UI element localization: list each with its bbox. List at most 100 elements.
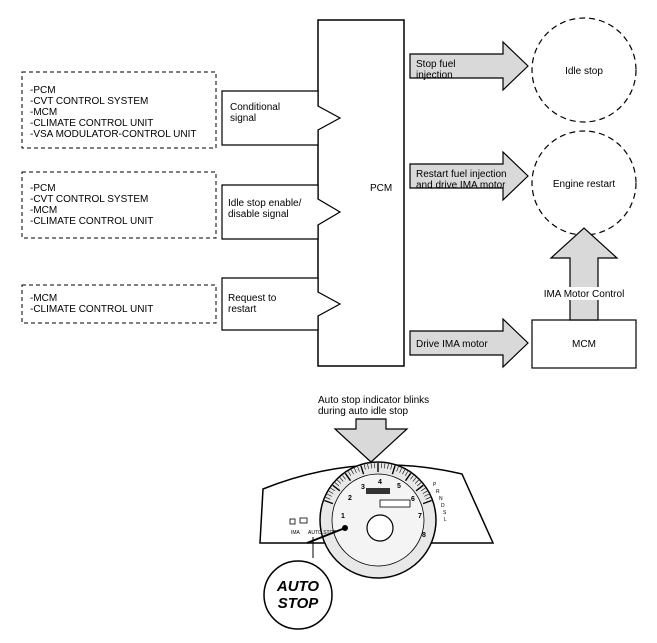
source-box-2 [21,171,217,239]
center-hub [366,514,394,542]
pcm-label: PCM [370,183,392,194]
engine-restart-label: Engine restart [553,179,615,190]
output-action-3-line-1: Drive IMA motor [416,339,488,350]
ima-logo [379,499,411,508]
tachometer-tick [404,472,412,482]
gear-letter-r: R [436,489,440,495]
tachometer-tick [367,463,369,469]
tach-number-7: 7 [418,513,422,520]
source-3-line-1: -MCM [30,293,57,304]
tachometer-tick [417,482,422,487]
tachometer-tick [425,497,431,500]
tachometer-tick [330,487,336,492]
tachometer-tick [424,493,429,497]
tachometer-tick [324,499,334,505]
input-signal-2-line-2: disable signal [228,209,289,220]
warning-lamp-icon [289,518,296,525]
auto-stop-indicator-text: AUTO STOP [308,530,337,536]
tachometer-tick [357,466,360,472]
auto-stop-callout-line-2: STOP [278,595,320,612]
idle-stop-label: Idle stop [565,66,603,77]
tachometer-tick [390,464,393,470]
tachometer-tick [396,466,399,472]
tachometer-tick [420,487,426,492]
tachometer-tick [354,467,357,473]
output-action-2-line-2: and drive IMA motor [416,180,506,191]
tachometer-ticks [324,463,432,505]
tachometer-tick [402,469,406,475]
gear-letter-l: L [444,517,447,523]
tach-number-2: 2 [348,495,352,502]
tachometer-tick [363,464,366,470]
output-action-1-line-1: Stop fuel [416,59,455,70]
tachometer-tick [387,463,389,469]
gear-letter-p: P [433,482,437,488]
input-arrow-3 [221,277,342,331]
tachometer-tick [422,499,432,505]
needle-pivot [342,525,348,531]
tachometer-tick [339,477,344,482]
mcm-label: MCM [572,339,596,350]
source-2-line-4: -CLIMATE CONTROL UNIT [30,216,153,227]
auto-stop-callout-line-1: AUTO [276,578,320,595]
output-arrow-3 [409,317,529,369]
input-signal-3-line-2: restart [228,304,257,315]
tachometer-tick [334,482,339,487]
tach-number-1: 1 [341,513,345,520]
source-1-line-5: -VSA MODULATOR-CONTROL UNIT [30,129,197,140]
tachometer-tick [370,463,372,469]
source-3-line-2: -CLIMATE CONTROL UNIT [30,304,153,315]
indicator-note-line-2: during auto idle stop [318,406,409,417]
tach-number-6: 6 [411,496,415,503]
mcm-box [531,319,637,369]
tachometer-tick [399,467,402,473]
source-1-line-2: -CVT CONTROL SYSTEM [30,96,148,107]
odometer-display [366,488,390,494]
tachometer-tick [404,471,409,476]
instrument-cluster: 1 2 3 4 5 6 7 8 P R N D S L IMA AUTO STO… [259,461,495,579]
gear-letter-n: N [439,496,443,502]
source-box-3 [21,284,217,324]
tachometer-tick [391,465,396,475]
tachometer-tick [325,497,331,500]
ima-label-backing [532,287,636,300]
tachometer-tick [342,475,346,480]
tachometer-tick [337,479,342,484]
tach-number-5: 5 [397,483,401,490]
output-action-1-line-2: injection [416,70,453,81]
output-arrow-1 [409,40,529,92]
source-1-line-4: -CLIMATE CONTROL UNIT [30,118,153,129]
input-arrow-1 [221,90,342,146]
input-signal-2-line-1: Idle stop enable/ [228,198,302,209]
tachometer-tick [415,484,424,492]
tachometer-tick [327,493,332,497]
output-arrow-2 [409,150,529,202]
input-signal-3-line-1: Request to [228,293,277,304]
ima-control-arrow [549,227,619,321]
gear-letter-d: D [441,503,445,509]
tachometer-tick [350,469,354,475]
ima-indicator-text: IMA [291,530,301,536]
indicator-down-arrow [333,418,409,463]
tachometer-tick [414,479,419,484]
auto-stop-callout-circle [263,560,333,630]
tachometer-tick [412,477,417,482]
source-2-line-1: -PCM [30,183,56,194]
source-1-line-1: -PCM [30,85,56,96]
tachometer-tick [347,471,352,476]
tachometer-tick [360,465,365,475]
source-box-1 [21,71,217,149]
engine-lamp-icon [299,517,308,524]
input-arrow-2 [221,184,342,240]
tach-number-8: 8 [422,532,426,539]
tachometer-tick [328,490,334,494]
indicator-note-line-1: Auto stop indicator blinks [318,395,429,406]
output-action-2-line-1: Restart fuel injection [416,169,507,180]
input-signal-1-line-1: Conditional [230,102,280,113]
input-signal-1-line-2: signal [230,113,256,124]
tachometer-tick [410,475,414,480]
source-2-line-3: -MCM [30,205,57,216]
idle-stop-circle [531,17,637,123]
source-2-line-2: -CVT CONTROL SYSTEM [30,194,148,205]
